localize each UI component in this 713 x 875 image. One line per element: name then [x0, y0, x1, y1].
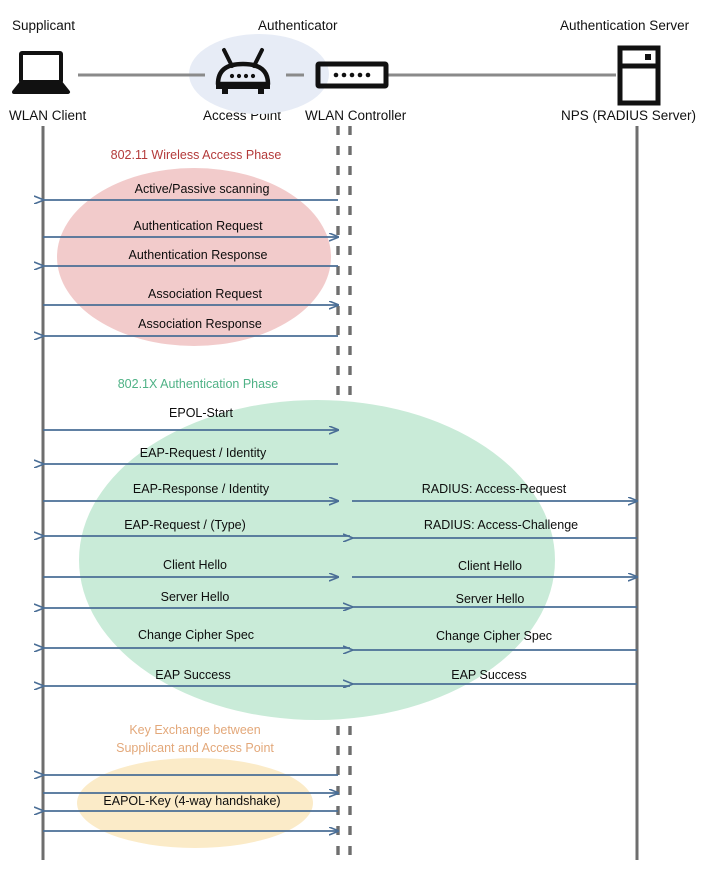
node-label-wlan-client: WLAN Client — [9, 108, 87, 123]
node-label-wlan-controller: WLAN Controller — [305, 108, 407, 123]
msg-label-association-response: Association Response — [138, 317, 262, 331]
msg-label-eap-success-right: EAP Success — [451, 668, 527, 682]
phase-ellipse-key-exchange — [77, 758, 313, 848]
authenticator-highlight-ellipse — [189, 34, 329, 114]
msg-label-association-request: Association Request — [148, 287, 262, 301]
msg-label-server-hello-left: Server Hello — [160, 590, 230, 604]
access-point-icon — [215, 48, 271, 94]
msg-label-eap-success-left: EAP Success — [155, 668, 231, 682]
msg-label-client-hello-left: Client Hello — [163, 558, 227, 572]
phase-ellipse-802-11 — [57, 168, 331, 346]
wlan-controller-icon — [315, 61, 389, 89]
laptop-icon — [12, 51, 70, 94]
msg-label-server-hello-right: Server Hello — [455, 592, 525, 606]
node-label-nps-radius-server: NPS (RADIUS Server) — [561, 108, 697, 123]
msg-label-eap-request-identity: EAP-Request / Identity — [139, 446, 267, 460]
right-arrow-group — [352, 501, 637, 684]
msg-label-authentication-request: Authentication Request — [133, 219, 263, 233]
role-title-authentication-server: Authentication Server — [560, 18, 690, 33]
phase-label-802-11: 802.11 Wireless Access Phase — [110, 148, 282, 162]
role-title-supplicant: Supplicant — [12, 18, 76, 33]
phase-label-key-exchange-line1: Key Exchange between — [129, 723, 261, 737]
left-arrow-group — [43, 200, 350, 831]
msg-label-active-passive-scanning: Active/Passive scanning — [134, 182, 270, 196]
role-title-authenticator: Authenticator — [258, 18, 338, 33]
msg-label-authentication-response: Authentication Response — [128, 248, 268, 262]
phase-label-key-exchange: Key Exchange between Supplicant and Acce… — [95, 721, 295, 757]
server-icon — [617, 45, 661, 106]
msg-label-eap-response-identity: EAP-Response / Identity — [132, 482, 270, 496]
phase-ellipse-802-1x — [79, 400, 555, 720]
msg-label-radius-access-challenge: RADIUS: Access-Challenge — [423, 518, 579, 532]
msg-label-change-cipher-spec-left: Change Cipher Spec — [137, 628, 255, 642]
msg-label-change-cipher-spec-right: Change Cipher Spec — [435, 629, 553, 643]
phase-label-key-exchange-line2: Supplicant and Access Point — [116, 741, 274, 755]
msg-label-eap-request-type: EAP-Request / (Type) — [124, 518, 246, 532]
msg-label-epol-start: EPOL-Start — [169, 406, 233, 420]
msg-label-client-hello-right: Client Hello — [458, 559, 522, 573]
msg-label-eapol-key-handshake: EAPOL-Key (4-way handshake) — [103, 794, 281, 808]
phase-label-802-1x: 802.1X Authentication Phase — [117, 377, 279, 391]
msg-label-radius-access-request: RADIUS: Access-Request — [421, 482, 567, 496]
